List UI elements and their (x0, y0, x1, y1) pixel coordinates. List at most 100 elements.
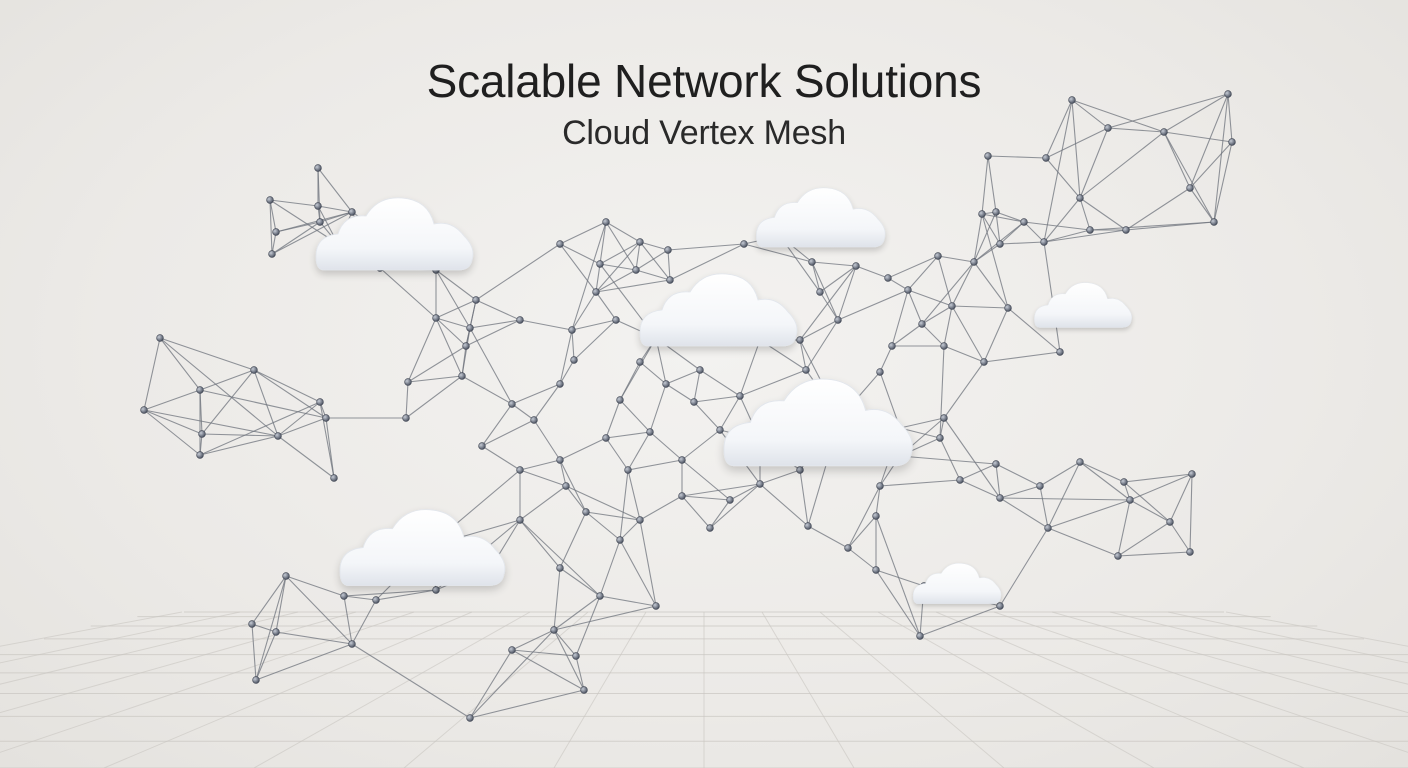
mesh-edge (1163, 93, 1229, 133)
grid-line (1167, 611, 1408, 664)
mesh-node (602, 218, 610, 226)
mesh-node (872, 512, 880, 520)
mesh-edge (649, 383, 667, 433)
mesh-edge (573, 319, 617, 361)
mesh-edge (693, 401, 721, 431)
mesh-edge (759, 469, 801, 485)
mesh-edge (511, 649, 577, 657)
mesh-edge (799, 319, 839, 341)
mesh-node (156, 334, 164, 342)
cloud-icon (723, 378, 913, 467)
mesh-edge (435, 269, 471, 329)
mesh-node (596, 260, 604, 268)
mesh-node (516, 316, 524, 324)
mesh-edge (891, 289, 909, 347)
mesh-edge (921, 323, 945, 347)
mesh-node (940, 414, 948, 422)
cloud-icons (315, 187, 1132, 604)
mesh-edge (269, 199, 277, 233)
mesh-edge (847, 547, 877, 571)
mesh-edge (1047, 499, 1131, 529)
mesh-edge (999, 485, 1041, 499)
mesh-edge (999, 527, 1049, 607)
mesh-edge (667, 249, 671, 281)
mesh-edge (461, 375, 513, 405)
mesh-edge (899, 427, 941, 439)
mesh-edge (143, 409, 201, 456)
mesh-node (198, 430, 206, 438)
mesh-node (696, 366, 704, 374)
mesh-edge (519, 469, 567, 487)
mesh-edge (837, 289, 909, 321)
mesh-edge (995, 211, 1025, 223)
mesh-edge (1125, 187, 1191, 231)
mesh-edge (435, 269, 477, 301)
mesh-edge (159, 337, 255, 371)
mesh-node (936, 434, 944, 442)
mesh-edge (405, 375, 463, 419)
mesh-node (616, 396, 624, 404)
mesh-edge (1043, 241, 1061, 353)
mesh-node (956, 476, 964, 484)
mesh-edge (1169, 521, 1191, 553)
mesh-edge (719, 395, 741, 431)
mesh-edge (1071, 99, 1081, 199)
mesh-node (888, 342, 896, 350)
mesh-edge (1089, 221, 1215, 231)
mesh-edge (199, 401, 321, 456)
mesh-edge (571, 221, 607, 331)
mesh-edge (875, 569, 925, 587)
mesh-edge (837, 265, 857, 321)
mesh-node (348, 640, 356, 648)
mesh-edge (981, 155, 989, 215)
mesh-node (1042, 154, 1050, 162)
mesh-node (740, 240, 748, 248)
mesh-node (706, 524, 714, 532)
mesh-node (556, 564, 564, 572)
mesh-edge (253, 369, 321, 403)
mesh-edge (343, 589, 437, 597)
mesh-edge (709, 499, 731, 529)
mesh-edge (595, 269, 637, 293)
mesh-node (556, 456, 564, 464)
mesh-node (756, 480, 764, 488)
grid-line (0, 611, 357, 714)
mesh-node (140, 406, 148, 414)
mesh-node (678, 492, 686, 500)
mesh-edge (553, 567, 561, 631)
mesh-edge (407, 375, 463, 383)
mesh-node (458, 372, 466, 380)
mesh-edge (627, 431, 651, 471)
mesh-edge (995, 463, 1041, 487)
mesh-edge (559, 459, 587, 513)
mesh-edge (1189, 187, 1215, 223)
mesh-node (348, 208, 356, 216)
mesh-edge (277, 401, 321, 437)
mesh-node (462, 342, 470, 350)
mesh-node (580, 686, 588, 694)
mesh-edge (1163, 131, 1233, 143)
mesh-node (808, 258, 816, 266)
mesh-node (1114, 552, 1122, 560)
mesh-edge (619, 361, 641, 401)
grid-line (819, 611, 1005, 768)
mesh-edge (595, 263, 601, 293)
mesh-edge (351, 599, 377, 645)
mesh-edge (317, 167, 321, 223)
mesh-edge (693, 395, 741, 403)
mesh-node (266, 196, 274, 204)
grid-line (761, 611, 855, 768)
mesh-edge (799, 265, 857, 341)
mesh-edge (1129, 499, 1171, 523)
mesh-node (852, 262, 860, 270)
mesh-edge (251, 623, 257, 681)
mesh-node (196, 451, 204, 459)
mesh-node (1186, 184, 1194, 192)
mesh-node (796, 466, 804, 474)
mesh-edge (739, 369, 807, 397)
mesh-edge (987, 155, 1047, 159)
mesh-edge (585, 511, 641, 521)
mesh-edge (959, 463, 997, 481)
mesh-node (1160, 128, 1168, 136)
mesh-edge (1129, 473, 1193, 501)
